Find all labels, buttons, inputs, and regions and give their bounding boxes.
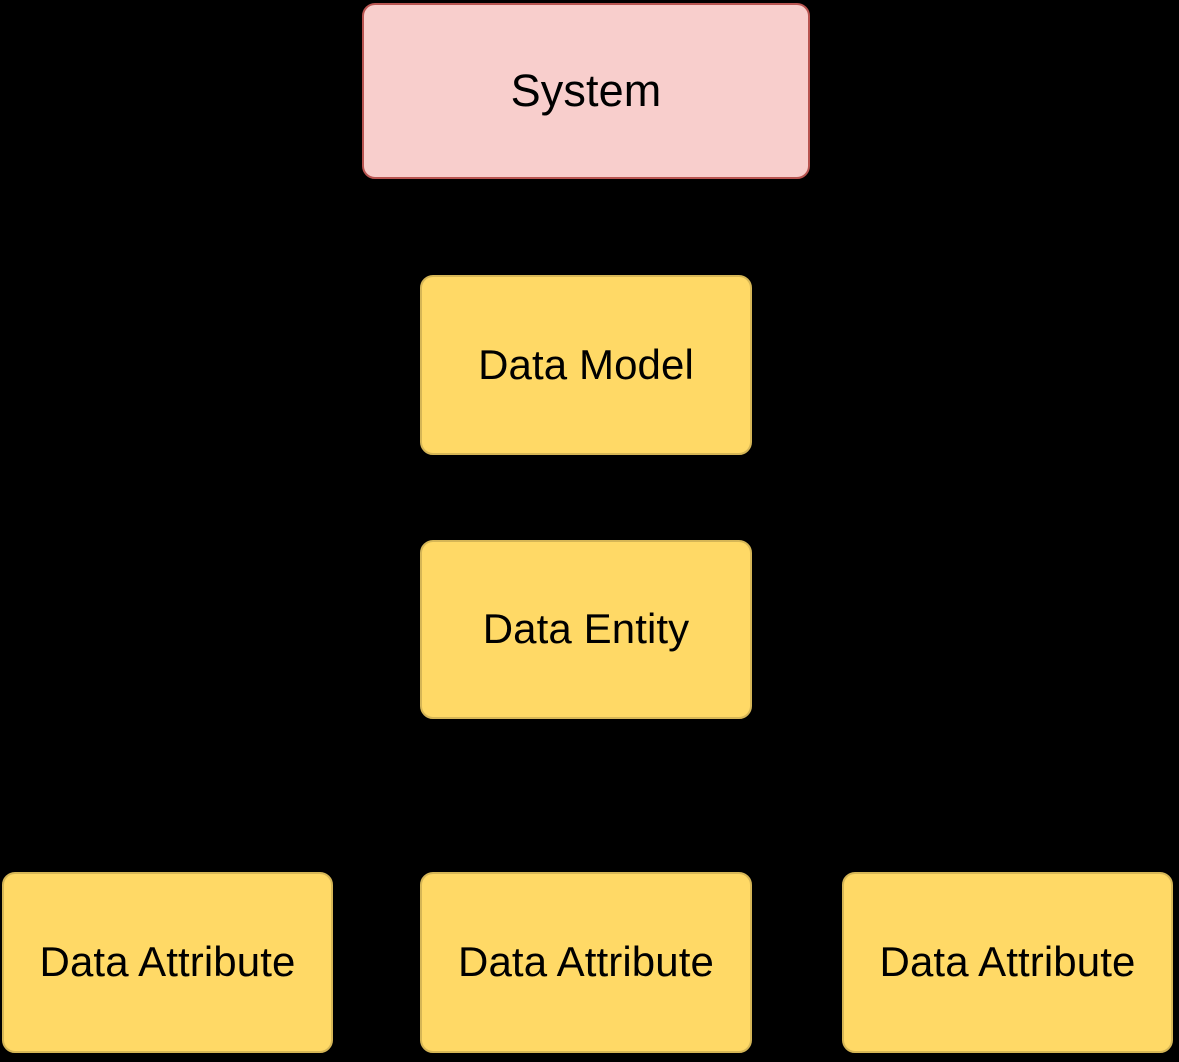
edge-attribute-bus — [167, 796, 1008, 798]
edge-system-to-data-model — [584, 176, 586, 277]
node-system-label: System — [510, 65, 662, 117]
node-data-model-label: Data Model — [478, 340, 694, 388]
edge-data-entity-to-attribute-1 — [167, 796, 169, 874]
edge-data-entity-trunk — [584, 717, 586, 797]
node-data-attribute-1-label: Data Attribute — [39, 938, 296, 986]
node-data-entity[interactable]: Data Entity — [420, 540, 752, 719]
edge-data-entity-to-attribute-3 — [1007, 796, 1009, 874]
node-data-model[interactable]: Data Model — [420, 275, 752, 455]
edge-data-model-to-data-entity — [584, 453, 586, 542]
node-data-attribute-3[interactable]: Data Attribute — [842, 872, 1173, 1053]
node-system[interactable]: System — [362, 3, 810, 179]
edge-data-entity-to-attribute-2 — [584, 796, 586, 874]
node-data-attribute-2[interactable]: Data Attribute — [420, 872, 752, 1053]
node-data-attribute-3-label: Data Attribute — [879, 938, 1136, 986]
node-data-attribute-2-label: Data Attribute — [458, 938, 714, 986]
node-data-attribute-1[interactable]: Data Attribute — [2, 872, 333, 1053]
node-data-entity-label: Data Entity — [482, 605, 690, 653]
